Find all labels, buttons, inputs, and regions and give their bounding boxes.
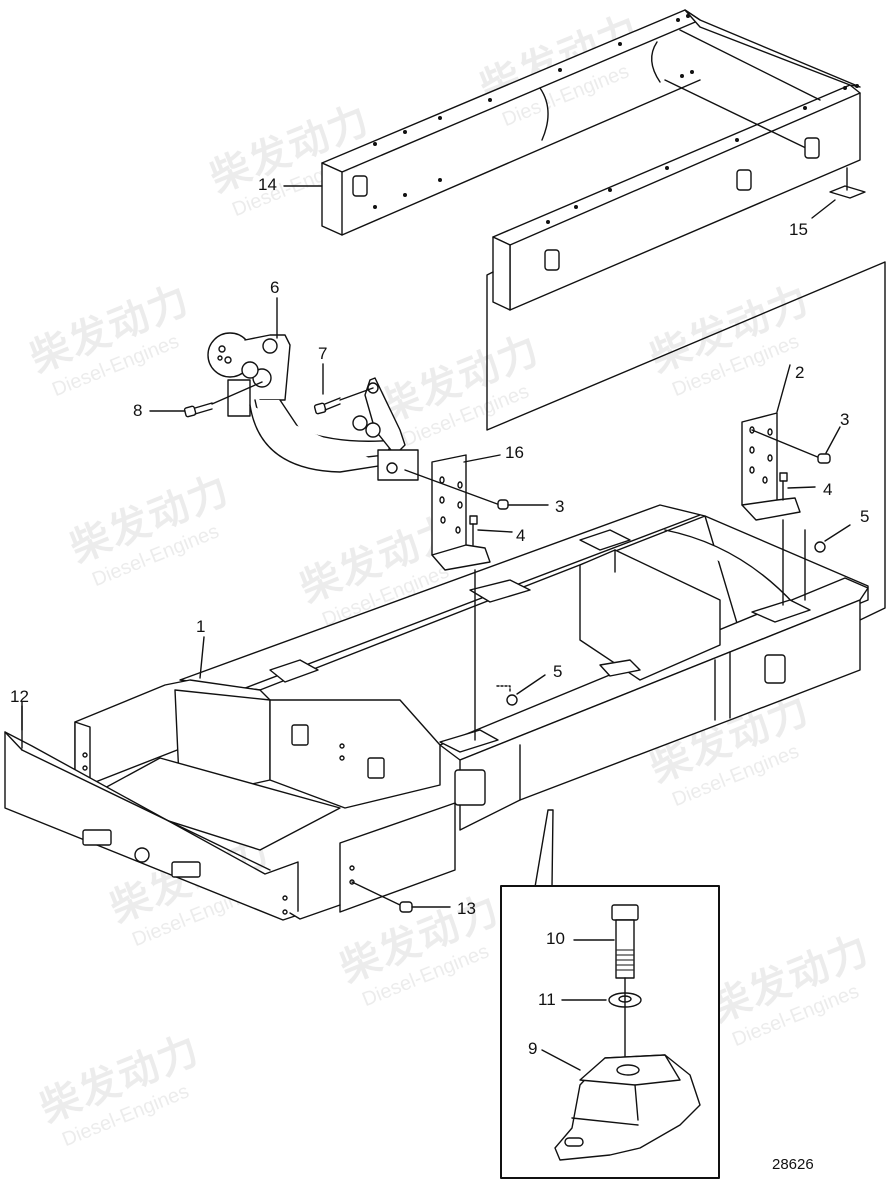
upper-frame xyxy=(321,9,861,311)
bolts-7-8 xyxy=(183,381,374,418)
callout-9: 9 xyxy=(528,1039,538,1058)
drawing-number: 28626 xyxy=(772,1156,814,1173)
callout-13: 13 xyxy=(457,899,476,918)
front-cover-12 xyxy=(4,701,341,921)
callout-15: 15 xyxy=(789,220,808,239)
callout-1: 1 xyxy=(196,617,206,636)
leader-lines xyxy=(21,185,501,731)
engine-mount-bracket xyxy=(207,332,419,481)
callout-16: 16 xyxy=(505,443,524,462)
callout-2: 2 xyxy=(795,363,805,382)
nuts-5 xyxy=(496,524,851,706)
callout-3: 3 xyxy=(555,497,565,516)
bracket-2 xyxy=(741,364,841,521)
callout-3: 3 xyxy=(840,410,850,429)
callout-4: 4 xyxy=(823,480,833,499)
main-frame xyxy=(74,504,869,913)
callout-12: 12 xyxy=(10,687,29,706)
callout-8: 8 xyxy=(133,401,143,420)
callout-4: 4 xyxy=(516,526,526,545)
callout-11: 11 xyxy=(538,990,556,1009)
callout-5: 5 xyxy=(553,662,563,681)
detail-inset xyxy=(500,809,720,1179)
callout-7: 7 xyxy=(318,344,328,363)
plate-15 xyxy=(811,167,866,219)
callout-5: 5 xyxy=(860,507,870,526)
bracket-16 xyxy=(404,454,549,571)
callout-6: 6 xyxy=(270,278,280,297)
bolt-13 xyxy=(351,881,451,913)
callout-10: 10 xyxy=(546,929,565,948)
callout-14: 14 xyxy=(258,175,277,194)
